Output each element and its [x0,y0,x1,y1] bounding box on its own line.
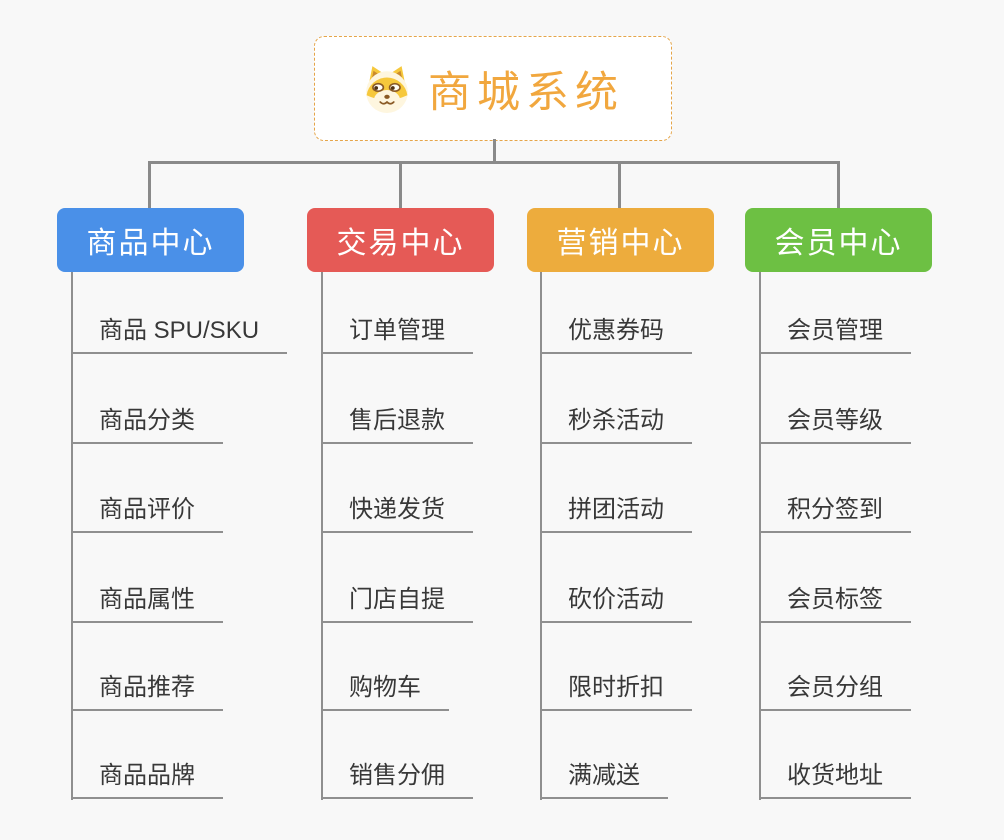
branch-label: 营销中心 [556,227,685,260]
connector-drop-member [837,161,840,208]
branch-label: 交易中心 [336,227,465,260]
subtopic[interactable]: 收货地址 [759,760,911,799]
subtopic[interactable]: 快递发货 [321,494,473,533]
connector-drop-trade [399,161,402,208]
subtopic[interactable]: 商品评价 [71,494,223,533]
connector-spine [321,272,323,800]
root-title: 商城系统 [428,68,624,117]
subtopic[interactable]: 门店自提 [321,584,473,623]
branch-label: 会员中心 [774,227,903,260]
branch-node-trade-center[interactable]: 交易中心 [307,208,494,272]
subtopic[interactable]: 会员分组 [759,672,911,711]
subtopic[interactable]: 满减送 [540,760,668,799]
subtopic[interactable]: 商品分类 [71,405,223,444]
subtopic[interactable]: 商品品牌 [71,760,223,799]
connector-spine [71,272,73,800]
branch-node-product-center[interactable]: 商品中心 [57,208,244,272]
connector-root-drop [493,139,496,163]
connector-trunk [148,161,839,164]
subtopic[interactable]: 会员等级 [759,405,911,444]
subtopic[interactable]: 优惠券码 [540,315,692,354]
subtopic[interactable]: 售后退款 [321,405,473,444]
subtopic[interactable]: 购物车 [321,672,449,711]
branch-label: 商品中心 [86,227,215,260]
doge-face-icon [366,65,408,113]
branch-node-marketing-center[interactable]: 营销中心 [527,208,714,272]
subtopic[interactable]: 拼团活动 [540,494,692,533]
branch-node-member-center[interactable]: 会员中心 [745,208,932,272]
connector-spine [759,272,761,800]
connector-drop-product [148,161,151,208]
subtopic[interactable]: 砍价活动 [540,584,692,623]
connector-drop-marketing [618,161,621,208]
root-node[interactable]: 商城系统 [314,36,672,141]
subtopic[interactable]: 订单管理 [321,315,473,354]
connector-spine [540,272,542,800]
subtopic[interactable]: 秒杀活动 [540,405,692,444]
subtopic[interactable]: 销售分佣 [321,760,473,799]
subtopic[interactable]: 会员管理 [759,315,911,354]
subtopic[interactable]: 商品推荐 [71,672,223,711]
subtopic[interactable]: 商品属性 [71,584,223,623]
subtopic[interactable]: 限时折扣 [540,672,692,711]
subtopic[interactable]: 积分签到 [759,494,911,533]
subtopic[interactable]: 商品 SPU/SKU [71,315,288,354]
subtopic[interactable]: 会员标签 [759,584,911,623]
